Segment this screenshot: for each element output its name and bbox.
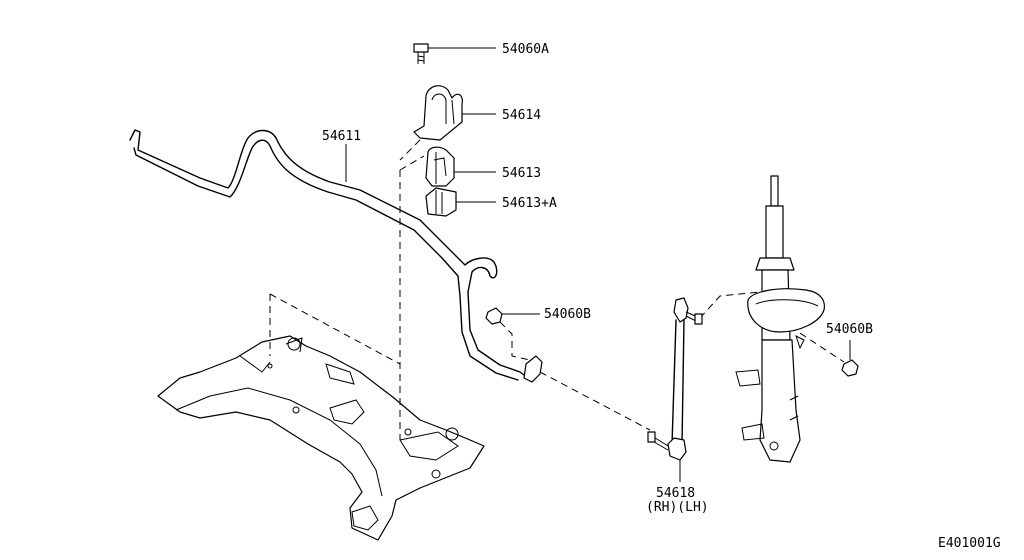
label-54614: 54614	[502, 108, 541, 123]
label-54611: 54611	[322, 129, 361, 144]
nut-54060B-right	[841, 359, 859, 377]
stabilizer-clamp	[413, 85, 463, 141]
connecting-rod	[647, 297, 703, 461]
nut-54060B-left	[485, 307, 503, 325]
suspension-member	[157, 335, 485, 541]
bolt-54060A	[413, 43, 429, 64]
stabilizer-bar	[129, 129, 543, 383]
label-54060B-left: 54060B	[544, 307, 591, 322]
label-54613: 54613	[502, 166, 541, 181]
label-54618: 54618	[656, 486, 695, 501]
strut-assembly	[735, 175, 825, 463]
label-54060A: 54060A	[502, 42, 549, 57]
callout-leaders	[345, 47, 851, 482]
label-54060B-right: 54060B	[826, 322, 873, 337]
diagram-code: E401001G	[938, 536, 1001, 551]
bushing-54613A	[425, 187, 457, 217]
label-54613A: 54613+A	[502, 196, 557, 211]
label-54618-side: (RH)(LH)	[646, 500, 709, 515]
bushing-54613	[425, 146, 455, 187]
